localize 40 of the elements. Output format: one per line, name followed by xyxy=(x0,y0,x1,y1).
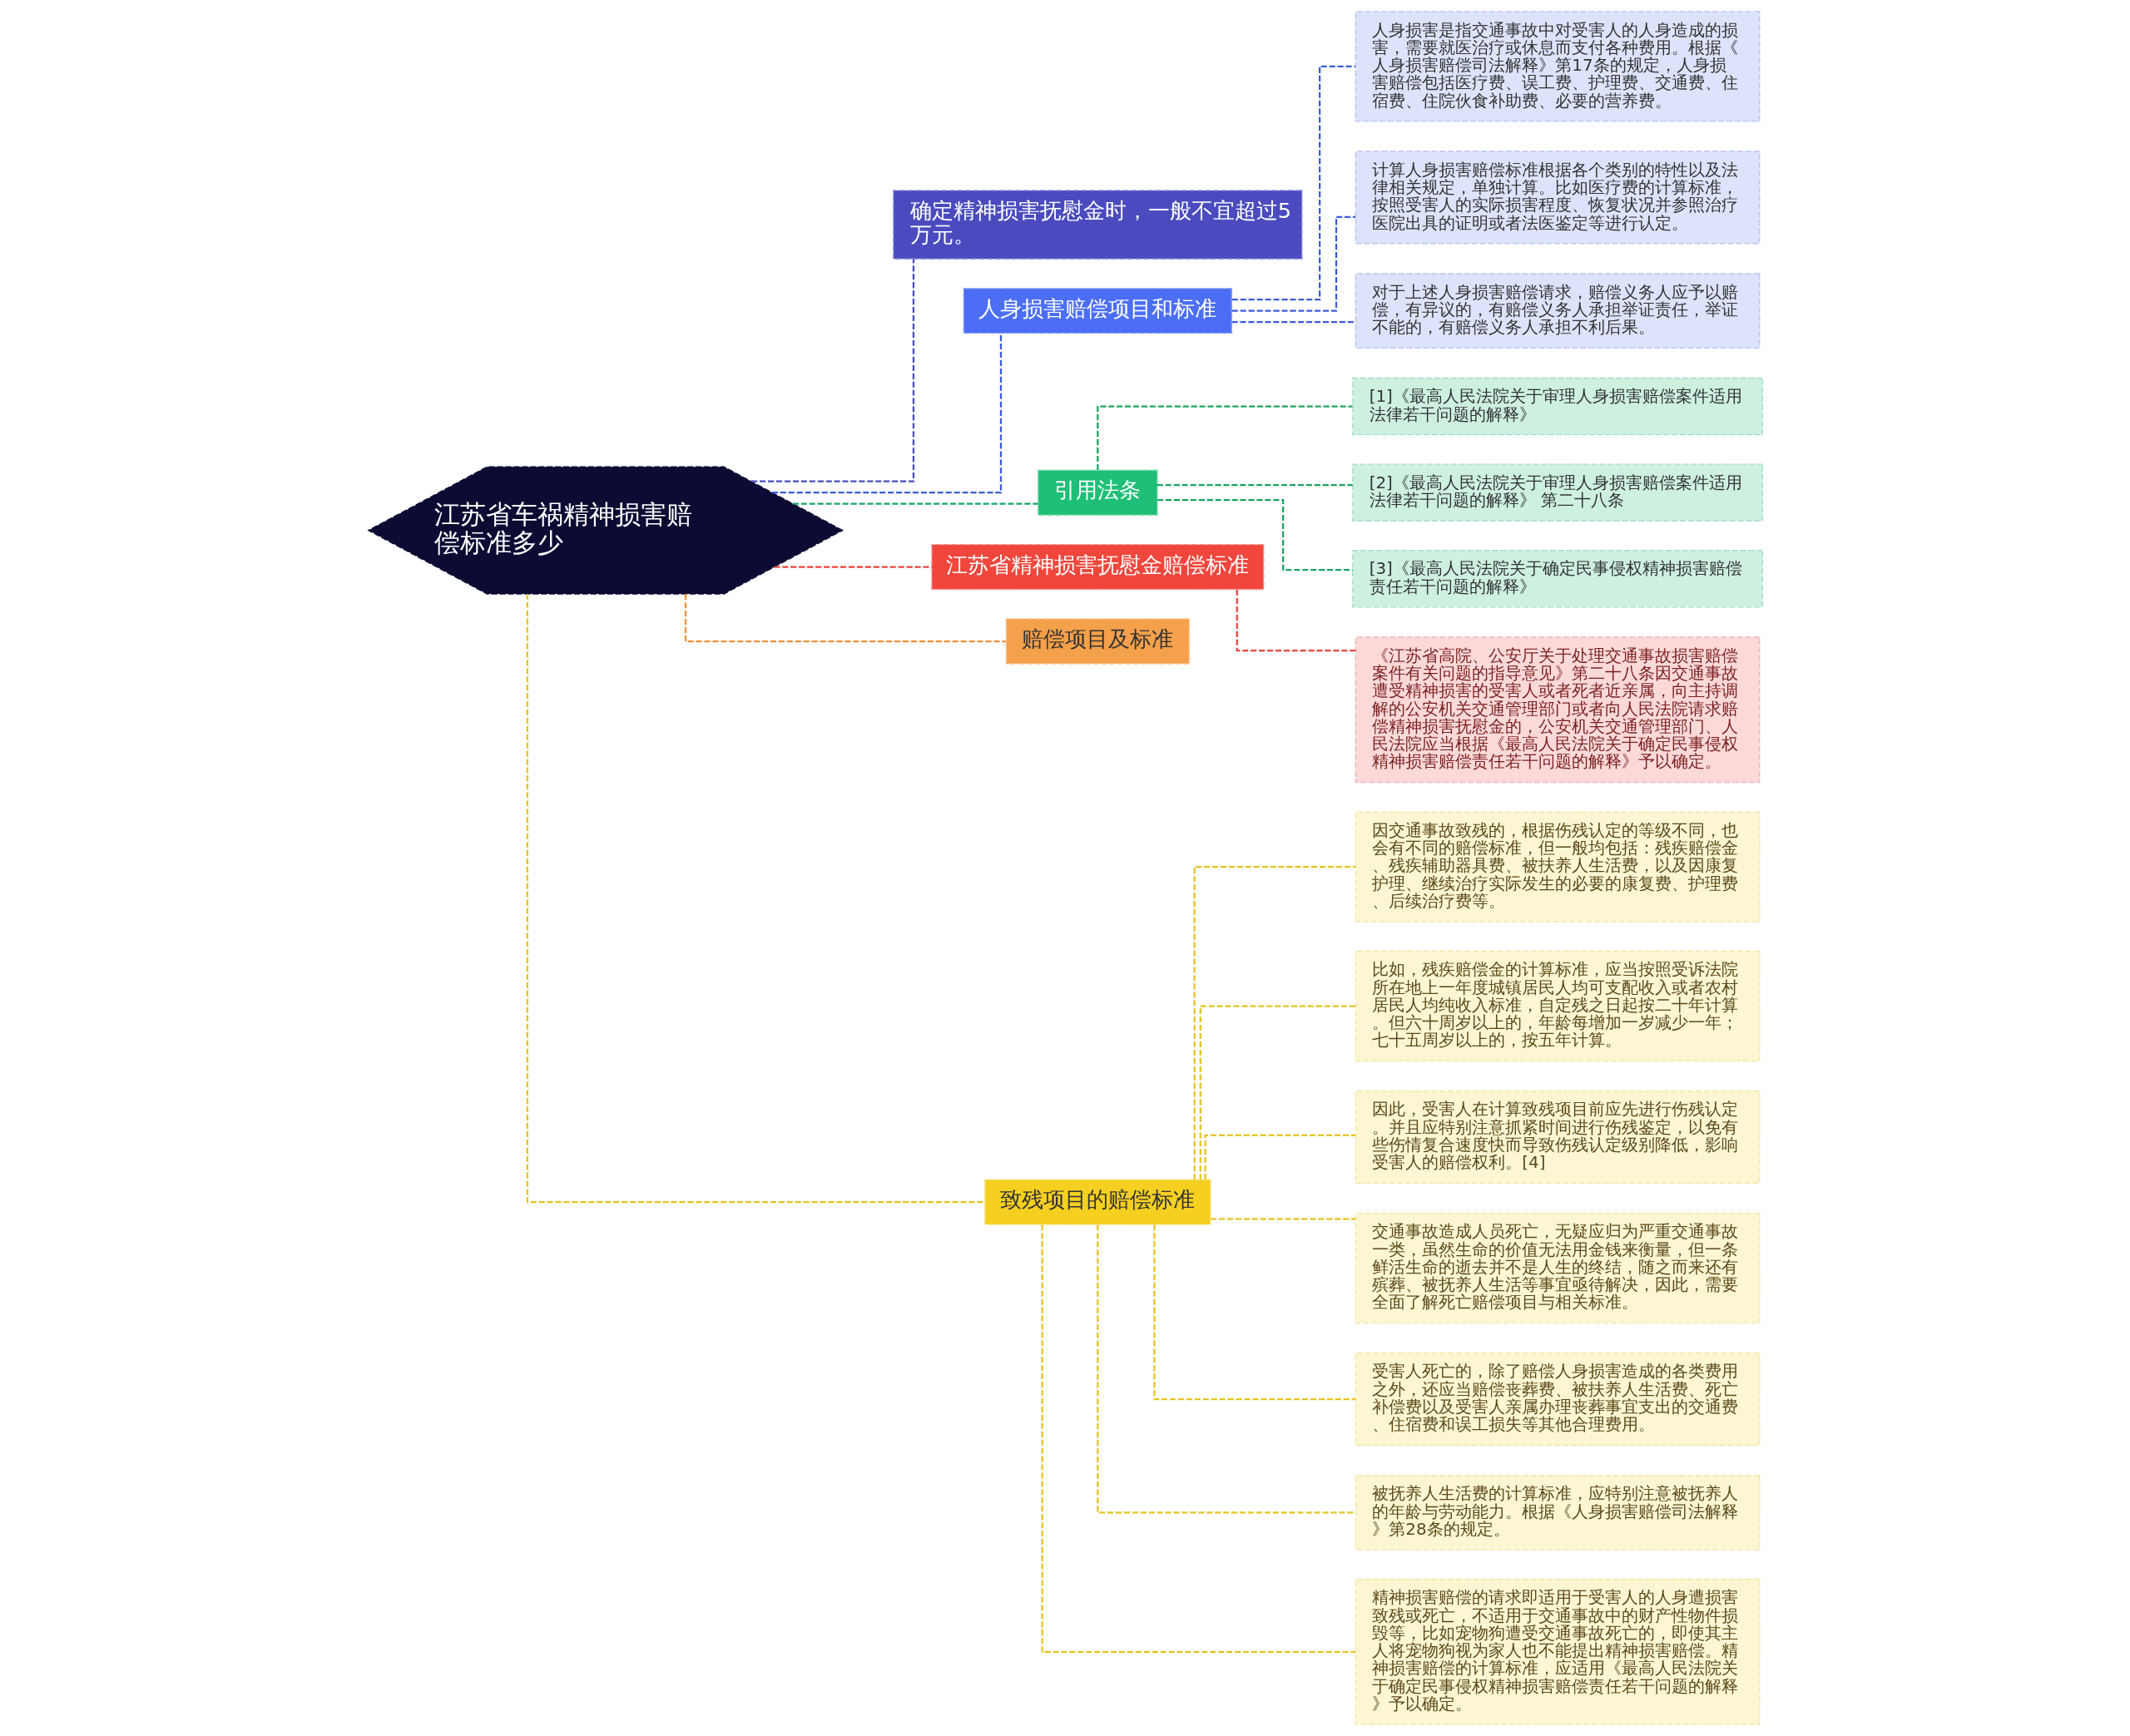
node-box: 因此，受害人在计算致残项目前应先进行伤残认定。并且应特别注意抓紧时间进行伤残鉴定，以免有些伤情复合速度快而导致伤残认定级别降低，影响受害人的赔偿权利。[4] xyxy=(1355,1091,1760,1185)
node-box: 计算人身损害赔偿标准根据各个类别的特性以及法律相关规定，单独计算。比如医疗费的计算标准，按照受害人的实际损害程度、恢复状况并参照治疗医院出具的证明或者法医鉴定等进行认定。 xyxy=(1355,151,1760,245)
connector xyxy=(750,259,914,482)
node-box: 对于上述人身损害赔偿请求，赔偿义务人应予以赔偿，有异议的，有赔偿义务人承担举证责任，举证不能的，有赔偿义务人承担不利后果。 xyxy=(1355,273,1760,349)
connector xyxy=(1152,1224,1355,1401)
node-box: [1]《最高人民法院关于审理人身损害赔偿案件适用法律若干问题的解释》 xyxy=(1351,377,1763,436)
connector xyxy=(792,502,1038,505)
connector xyxy=(1203,1134,1355,1180)
node-box: 受害人死亡的，除了赔偿人身损害造成的各类费用之外，还应当赔偿丧葬费、被扶养人生活费、死亡补偿费以及受害人亲属办理丧葬事宜支出的交通费、住宿费和误工损失等其他合理费用。 xyxy=(1355,1353,1760,1447)
connector xyxy=(526,593,984,1204)
node-box: 《江苏省高院、公安厅关于处理交通事故损害赔偿案件有关问题的指导意见》第二十八条因交通事故遭受精神损害的受害人或者死者近亲属，向主持调解的公安机关交通管理部门或者向人民法院请求赔偿精神损害抚慰金的，公安机关交通管理部门、人民法院应当根据《最高人民法院关于确定民事侵权精神损害赔偿责任若干问题的解释》予以确定。 xyxy=(1355,636,1760,784)
node-box: [2]《最高人民法院关于审理人身损害赔偿案件适用法律若干问题的解释》 第二十八条 xyxy=(1351,463,1763,522)
connector xyxy=(1157,499,1353,571)
connector xyxy=(1193,865,1355,1180)
node-box: 引用法条 xyxy=(1037,469,1158,516)
node-box: 确定精神损害抚慰金时，一般不宜超过5万元。 xyxy=(892,190,1303,260)
connector xyxy=(1096,405,1353,470)
connector xyxy=(1096,1224,1355,1514)
node-box: 精神损害赔偿的请求即适用于受害人的人身遭损害致残或死亡，不适用于交通事故中的财产性物件损毁等，比如宠物狗遭受交通事故死亡的，即使其主人将宠物狗视为家人也不能提出精神损害赔偿。精神损害赔偿的计算标准，应适用《最高人民法院关于确定民事侵权精神损害赔偿责任若干问题的解释》予以确定。 xyxy=(1355,1578,1760,1725)
node-box: 江苏省精神损害抚慰金赔偿标准 xyxy=(930,543,1264,591)
node-box: 因交通事故致残的，根据伤残认定的等级不同，也会有不同的赔偿标准，但一般均包括：残疾赔偿金、残疾辅助器具费、被扶养人生活费，以及因康复护理、继续治疗实际发生的必要的康复费、护理费、后续治疗费等。 xyxy=(1355,811,1760,922)
node-box: 赔偿项目及标准 xyxy=(1005,618,1190,665)
node-box: 交通事故造成人员死亡，无疑应归为严重交通事故一类，虽然生命的价值无法用金钱来衡量，但一条鲜活生命的逝去并不是人生的终结，随之而来还有殡葬、被抚养人生活等事宜亟待解决，因此，需要全面了解死亡赔偿项目与相关标准。 xyxy=(1355,1212,1760,1324)
node-box: 人身损害赔偿项目和标准 xyxy=(963,288,1232,334)
connector xyxy=(774,566,932,568)
node-box: 致残项目的赔偿标准 xyxy=(983,1179,1211,1225)
connector xyxy=(1231,65,1355,301)
connector xyxy=(1236,590,1355,652)
connector xyxy=(1041,1224,1355,1653)
node-box: 人身损害是指交通事故中对受害人的人身造成的损害，需要就医治疗或休息而支付各种费用。根据《人身损害赔偿司法解释》第17条的规定，人身损害赔偿包括医疗费、误工费、护理费、交通费、住宿费、住院伙食补助费、必要的营养费。 xyxy=(1355,11,1760,122)
node-box: 比如，残疾赔偿金的计算标准，应当按照受诉法院所在地上一年度城镇居民人均可支配收入或者农村居民人均纯收入标准，自定残之日起按二十年计算。但六十周岁以上的，年龄每增加一岁减少一年；七十五周岁以上的，按五年计算。 xyxy=(1355,950,1760,1062)
node-box: 被抚养人生活费的计算标准，应特别注意被抚养人的年龄与劳动能力。根据《人身损害赔偿司法解释》第28条的规定。 xyxy=(1355,1474,1760,1551)
connector xyxy=(1157,484,1353,487)
connector xyxy=(771,333,1002,494)
connector xyxy=(1231,215,1355,312)
connector xyxy=(684,594,1006,643)
connector xyxy=(1199,1005,1355,1180)
connector xyxy=(1210,1218,1355,1220)
connector xyxy=(1231,321,1355,324)
node-box: [3]《最高人民法院关于确定民事侵权精神损害赔偿责任若干问题的解释》 xyxy=(1351,550,1763,608)
